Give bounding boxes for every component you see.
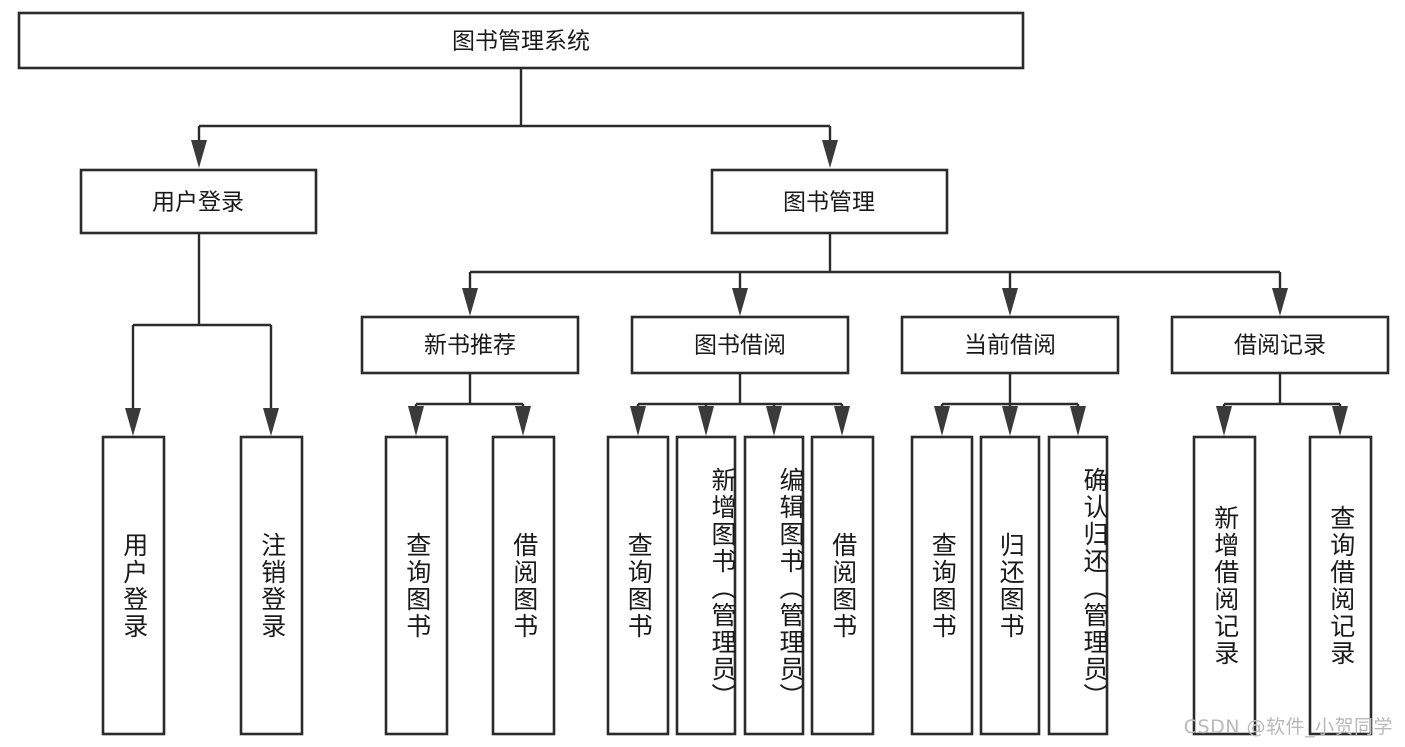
connector-group-book-borrow (630, 373, 850, 436)
node-current-borrow[interactable] (900, 315, 1120, 375)
csdn-watermark: CSDN @软件_小贺同学 (1183, 716, 1393, 738)
arrow-head-leaf-book-borrow-3 (766, 406, 782, 436)
arrow-head-leaf-user-login-1 (125, 408, 141, 436)
node-book-borrow-label: 图书借阅 (694, 333, 786, 359)
arrow-head-leaf-current-borrow-1 (934, 406, 950, 436)
node-book-borrow[interactable] (630, 315, 850, 375)
leaf-box-new-book-2[interactable] (491, 435, 556, 736)
node-root-label: 图书管理系统 (452, 29, 590, 55)
leaf-box-book-borrow-1[interactable] (606, 435, 670, 736)
arrow-head-leaf-book-borrow-1 (630, 406, 646, 436)
node-current-borrow-label: 当前借阅 (964, 333, 1056, 359)
leaf-box-borrow-record-1[interactable] (1192, 435, 1257, 736)
node-new-book-recommend-label: 新书推荐 (424, 333, 516, 359)
node-borrow-record-label: 借阅记录 (1234, 333, 1326, 359)
arrow-head-borrow-record (1272, 288, 1288, 316)
leaf-box-current-borrow-3[interactable] (1047, 435, 1109, 736)
arrow-head-leaf-book-borrow-2 (698, 406, 714, 436)
node-new-book-recommend[interactable] (360, 315, 580, 375)
connector-group-borrow-record (1216, 373, 1348, 436)
leaf-box-new-book-1[interactable] (384, 435, 449, 736)
arrow-head-leaf-borrow-record-2 (1332, 406, 1348, 436)
node-book-management-label: 图书管理 (783, 190, 875, 216)
leaf-box-borrow-record-2[interactable] (1308, 435, 1373, 736)
connector-group-user-login (125, 233, 279, 436)
connector-group-current-borrow (934, 373, 1086, 436)
node-borrow-record[interactable] (1170, 315, 1390, 375)
leaf-box-book-borrow-4[interactable] (810, 435, 875, 736)
leaf-box-current-borrow-1[interactable] (910, 435, 974, 736)
arrow-head-current-borrow (1002, 288, 1018, 316)
connector-group-root (191, 68, 838, 168)
connector-group-book-manage (462, 233, 1288, 316)
arrow-head-user-login (191, 140, 207, 168)
node-book-management[interactable] (710, 168, 949, 235)
arrow-head-book-borrow (732, 288, 748, 316)
arrow-head-book-manage (822, 140, 838, 168)
arrow-head-leaf-new-book-2 (515, 406, 531, 436)
node-user-login-label: 用户登录 (152, 190, 244, 216)
arrow-head-leaf-current-borrow-3 (1070, 406, 1086, 436)
arrow-head-leaf-book-borrow-4 (834, 406, 850, 436)
arrow-head-leaf-user-login-2 (263, 408, 279, 436)
node-root-book-management-system[interactable] (17, 11, 1025, 70)
arrow-head-leaf-new-book-1 (408, 406, 424, 436)
leaf-box-user-login-1[interactable] (101, 435, 166, 736)
arrow-head-new-book-recommend (462, 288, 478, 316)
leaf-box-book-borrow-2[interactable] (675, 435, 737, 736)
arrow-head-leaf-borrow-record-1 (1216, 406, 1232, 436)
leaf-box-book-borrow-3[interactable] (743, 435, 805, 736)
leaf-box-current-borrow-2[interactable] (979, 435, 1041, 736)
node-user-login[interactable] (79, 168, 318, 235)
arrow-head-leaf-current-borrow-2 (1002, 406, 1018, 436)
leaf-box-user-login-2[interactable] (239, 435, 304, 736)
connector-group-new-book-recommend (408, 373, 531, 436)
